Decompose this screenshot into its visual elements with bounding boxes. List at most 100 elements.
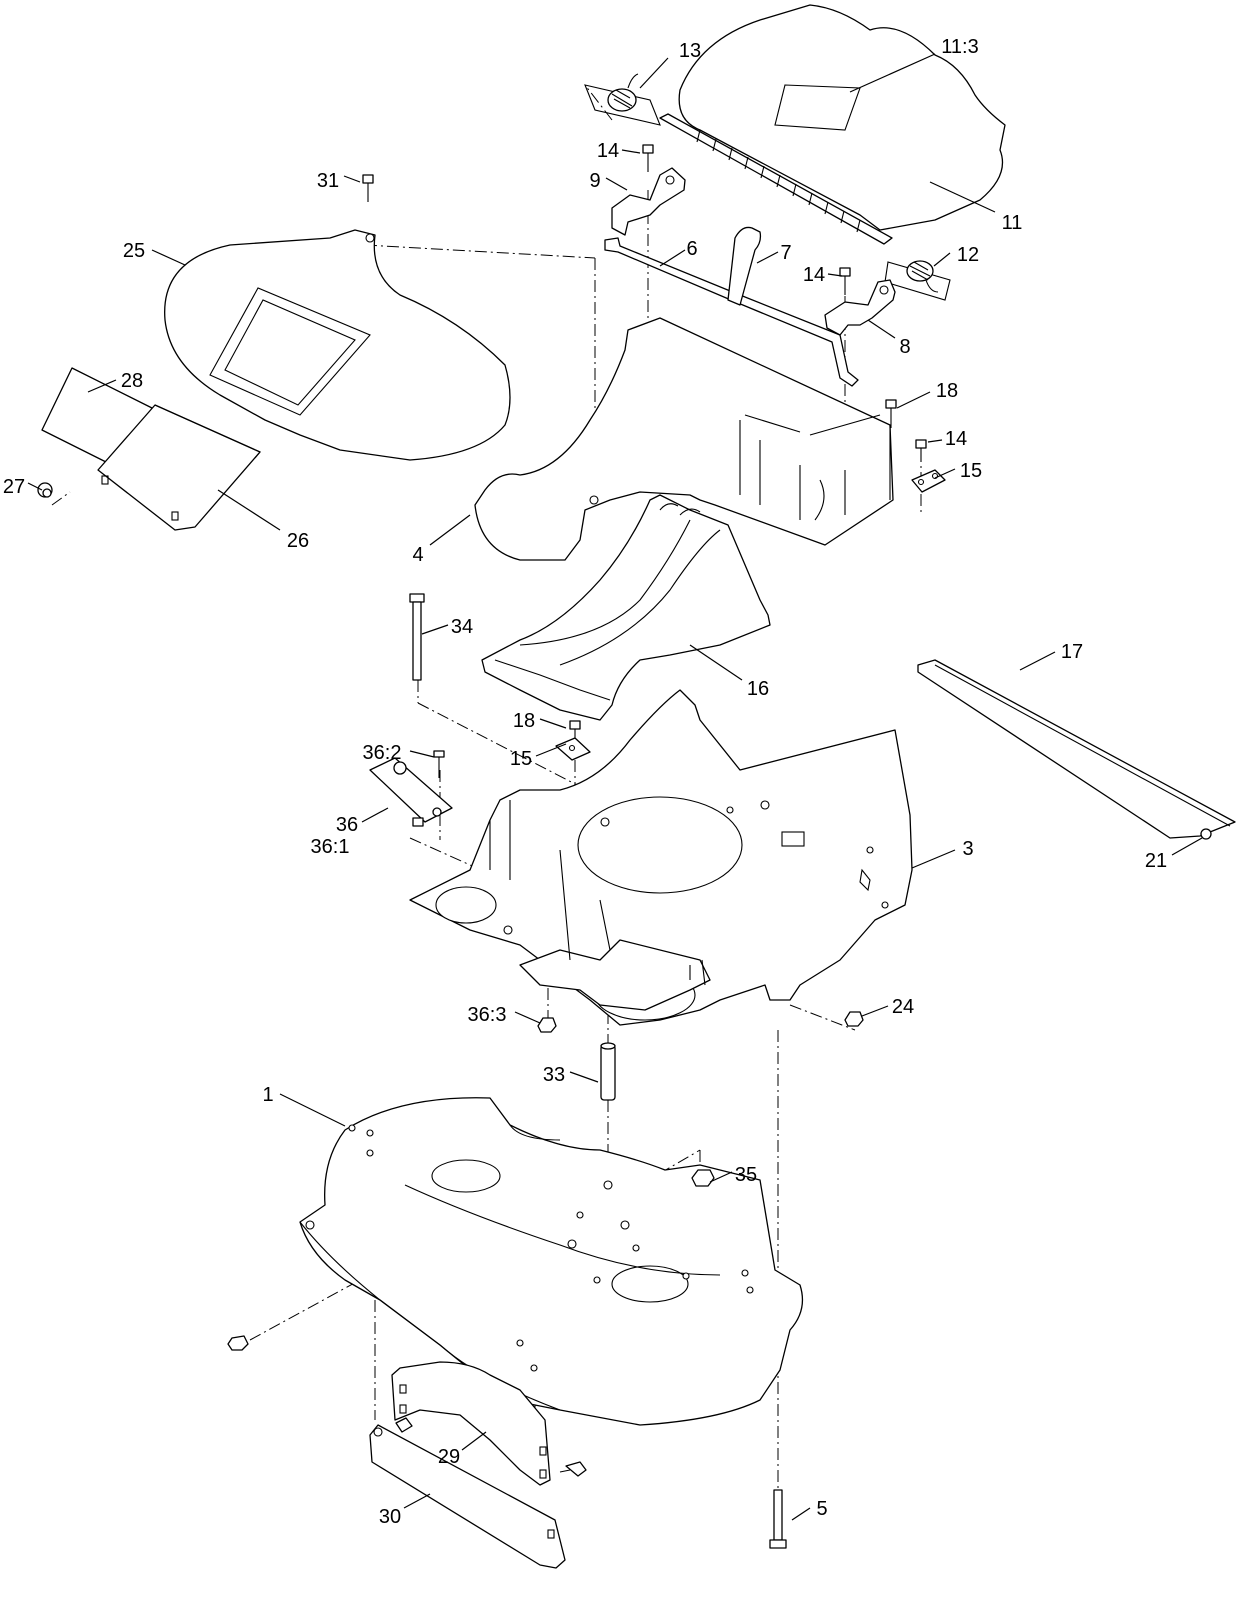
callout-leader-c24 bbox=[861, 1005, 889, 1017]
part-8-bracket bbox=[824, 279, 896, 336]
callout-label-c26: 26 bbox=[287, 530, 309, 552]
callout-label-c17: 17 bbox=[1061, 641, 1083, 663]
nuts-lower bbox=[537, 1011, 864, 1033]
part-34-bolt bbox=[409, 593, 425, 681]
callout-leader-c25 bbox=[151, 249, 186, 266]
callout-label-c13: 13 bbox=[679, 40, 701, 62]
callout-leader-c36 bbox=[361, 807, 389, 823]
callout-leader-c15b bbox=[535, 743, 567, 757]
deck-side-bolt bbox=[227, 1335, 249, 1351]
callout-leader-c18b bbox=[539, 718, 567, 729]
part-6-7-rod bbox=[604, 226, 859, 387]
callout-leader-c30 bbox=[403, 1493, 431, 1509]
callout-label-c35: 35 bbox=[735, 1164, 757, 1186]
callout-label-c28: 28 bbox=[121, 370, 143, 392]
callout-label-c9: 9 bbox=[589, 170, 600, 192]
callout-leader-c3 bbox=[911, 849, 956, 869]
callout-leader-c26 bbox=[217, 489, 281, 531]
callout-label-c1: 1 bbox=[262, 1084, 273, 1106]
callout-leader-c31 bbox=[343, 175, 361, 183]
callout-leader-c36-3 bbox=[514, 1011, 541, 1024]
callout-label-c33: 33 bbox=[543, 1064, 565, 1086]
callout-label-c15a: 15 bbox=[960, 460, 982, 482]
screws-upper bbox=[362, 144, 927, 462]
part-35-nut bbox=[691, 1169, 715, 1187]
callout-label-c16: 16 bbox=[747, 678, 769, 700]
callout-label-c7: 7 bbox=[780, 242, 791, 264]
part-30-deflector bbox=[369, 1417, 566, 1569]
callout-label-c27: 27 bbox=[3, 476, 25, 498]
part-4-console bbox=[474, 317, 894, 561]
callout-label-c11: 11 bbox=[1002, 212, 1023, 234]
callout-label-c31: 31 bbox=[317, 170, 339, 192]
callout-label-c11-3: 11:3 bbox=[941, 36, 978, 58]
part-26-plate bbox=[97, 404, 261, 531]
part-1-deck bbox=[299, 1097, 804, 1426]
part-25-seat-cover bbox=[164, 229, 511, 461]
screws-middle bbox=[433, 720, 581, 778]
callout-leader-c15a bbox=[934, 468, 956, 479]
callout-leader-c35 bbox=[709, 1171, 733, 1183]
part-29-baffle bbox=[391, 1361, 587, 1486]
callout-label-c29: 29 bbox=[438, 1446, 460, 1468]
callout-leader-c7 bbox=[756, 251, 779, 264]
callout-label-c24: 24 bbox=[892, 996, 914, 1018]
callout-label-c18a: 18 bbox=[936, 380, 958, 402]
part-9-bracket bbox=[611, 167, 686, 236]
callout-label-c15b: 15 bbox=[510, 748, 532, 770]
callout-label-c34: 34 bbox=[451, 616, 473, 638]
callout-leader-c5 bbox=[791, 1507, 811, 1521]
callout-leader-c27 bbox=[27, 482, 43, 491]
callout-leader-c21 bbox=[1171, 837, 1203, 856]
callout-leader-c11 bbox=[929, 181, 996, 213]
callout-leader-c18a bbox=[896, 391, 931, 409]
callout-label-c6: 6 bbox=[686, 238, 697, 260]
callout-label-c8: 8 bbox=[899, 336, 910, 358]
callout-label-c21: 21 bbox=[1145, 850, 1167, 872]
part-15-bracket-upper bbox=[911, 469, 946, 493]
callout-leader-c12 bbox=[933, 252, 951, 267]
callout-leader-c17 bbox=[1019, 651, 1056, 671]
callout-label-c25: 25 bbox=[123, 240, 145, 262]
callout-label-c5: 5 bbox=[816, 1498, 827, 1520]
part-13-spring bbox=[584, 73, 661, 126]
callout-label-c36-3: 36:3 bbox=[468, 1004, 507, 1026]
part-11-seat-pan bbox=[659, 4, 1006, 245]
callout-leader-c14b bbox=[827, 273, 843, 277]
callout-leader-c29 bbox=[461, 1431, 487, 1451]
callout-leader-c14c bbox=[927, 439, 943, 443]
callout-label-c4: 4 bbox=[412, 544, 423, 566]
callout-label-c12: 12 bbox=[957, 244, 979, 266]
callout-leader-c8 bbox=[867, 319, 896, 339]
callout-leader-c33 bbox=[569, 1071, 599, 1083]
callout-leader-c16 bbox=[689, 644, 743, 681]
callout-leader-c34 bbox=[421, 624, 449, 635]
part-12-spring bbox=[884, 260, 951, 301]
callout-label-c36: 36 bbox=[336, 814, 358, 836]
part-15-bracket-lower bbox=[555, 737, 591, 761]
callout-leader-c4 bbox=[429, 514, 471, 546]
callout-leader-c9 bbox=[605, 177, 628, 191]
callout-leader-c6 bbox=[659, 249, 686, 267]
part-36-bracket bbox=[369, 757, 453, 827]
part-27-bolt bbox=[37, 482, 53, 498]
callout-label-c36-2: 36:2 bbox=[363, 742, 402, 764]
callout-leader-c28 bbox=[87, 379, 117, 393]
part-33-spacer bbox=[600, 1042, 616, 1101]
callout-leader-c13 bbox=[639, 57, 669, 89]
callout-leader-c11-3 bbox=[849, 53, 936, 93]
callout-leader-c1 bbox=[279, 1093, 346, 1127]
part-17-strip bbox=[917, 659, 1236, 840]
callout-label-c14b: 14 bbox=[803, 264, 825, 286]
callout-leader-c36-2 bbox=[409, 750, 435, 758]
part-5-bolt bbox=[769, 1489, 787, 1549]
part-16-tunnel-cover bbox=[481, 494, 771, 721]
callout-label-c14a: 14 bbox=[597, 140, 619, 162]
callout-label-c14c: 14 bbox=[945, 428, 967, 450]
part-3-frame bbox=[409, 689, 913, 1026]
callout-label-c30: 30 bbox=[379, 1506, 401, 1528]
callout-label-c36-1: 36:1 bbox=[311, 836, 350, 858]
callout-label-c3: 3 bbox=[962, 838, 973, 860]
